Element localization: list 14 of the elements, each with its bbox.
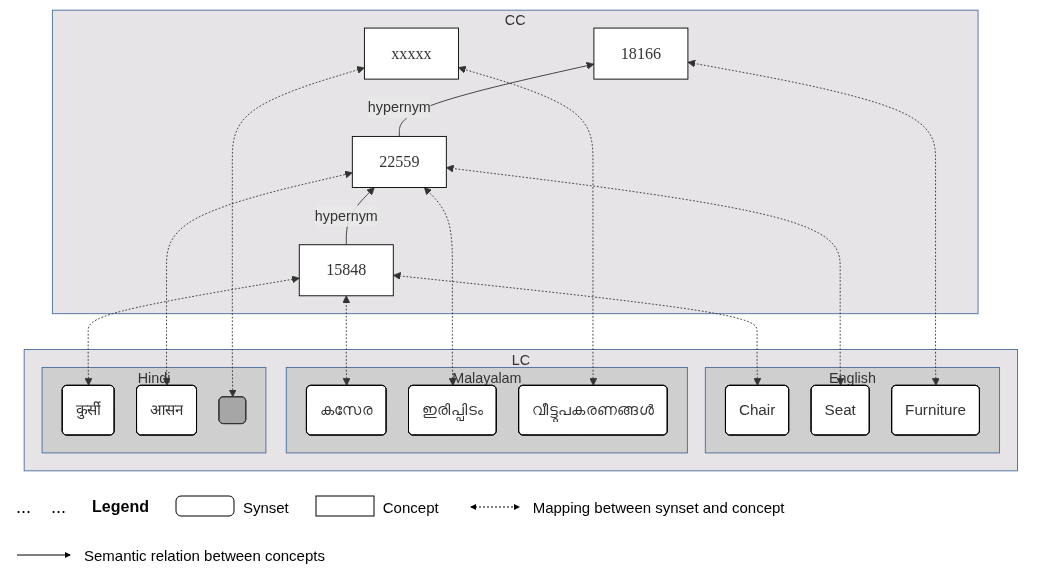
node-box: 15848 [298,243,394,296]
ellipsis-text: ... [16,496,31,518]
edge-label: hypernym [314,207,378,223]
legend-text: Mapping between synset and concept [532,498,785,516]
legend-text: Semantic relation between concepts [84,546,325,564]
legend-heading: Legend [92,498,149,516]
node-box: 18166 [593,27,689,80]
arrow [228,65,365,397]
legend-text: Synset [242,498,289,516]
ellipsis-text: ... [51,496,67,518]
node-box: xxxxx [363,27,459,80]
legend-text: Concept [382,498,439,516]
edge-label: hypernym [367,99,431,115]
node-box: 22559 [351,135,447,188]
